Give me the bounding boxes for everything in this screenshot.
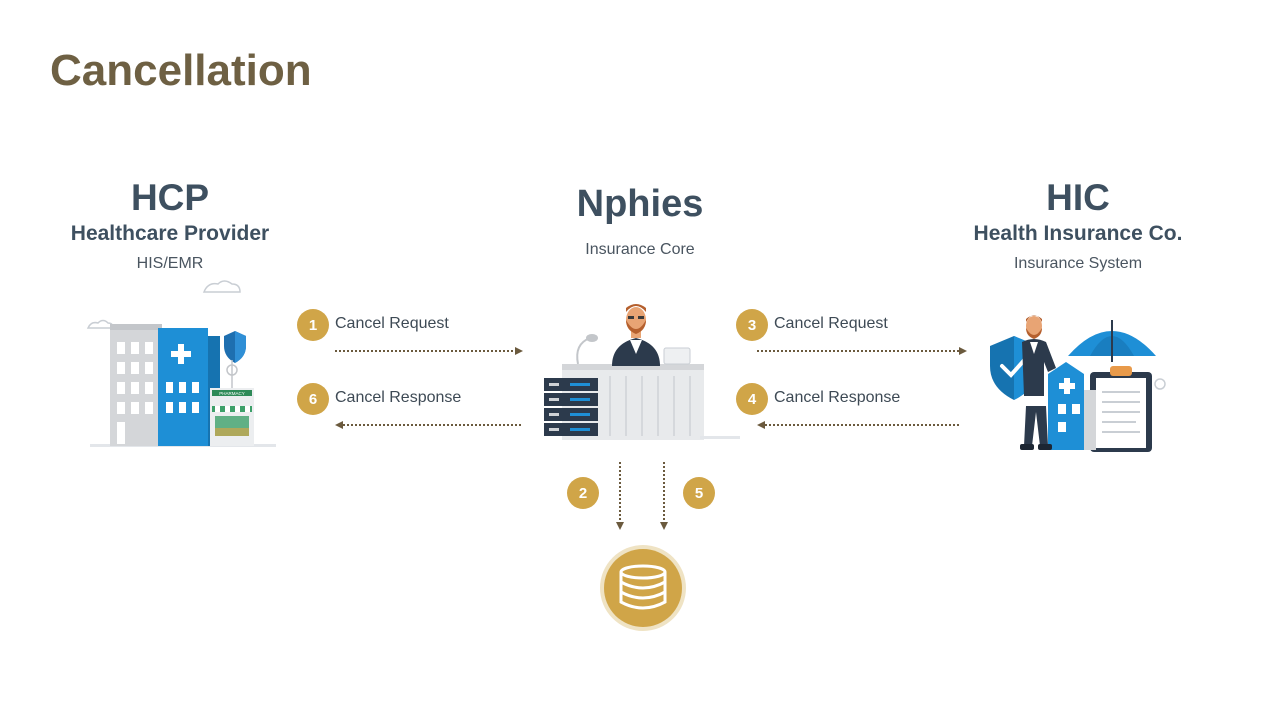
arrow-nphies-to-hic	[757, 347, 967, 355]
hcp-title: HCP	[130, 177, 210, 218]
step-1-label: Cancel Request	[335, 315, 449, 332]
arrow-hic-to-nphies	[757, 421, 961, 429]
database-icon	[600, 545, 686, 631]
arrows-nphies-database	[616, 462, 668, 530]
step-badge-3: 3	[736, 309, 768, 341]
arrow-nphies-to-hcp	[335, 421, 523, 429]
nphies-system: Insurance Core	[585, 241, 695, 258]
hic-system: Insurance System	[1013, 255, 1143, 272]
hcp-system: HIS/EMR	[136, 255, 204, 272]
step-4-label: Cancel Response	[774, 389, 901, 406]
step-badge-1: 1	[297, 309, 329, 341]
nphies-title: Nphies	[576, 183, 704, 225]
step-badge-5: 5	[683, 477, 715, 509]
step-badge-2: 2	[567, 477, 599, 509]
hospital-building-icon: PHARMACY	[86, 280, 276, 447]
hic-subtitle: Health Insurance Co.	[973, 222, 1183, 245]
step-badge-4: 4	[736, 383, 768, 415]
step-6-label: Cancel Response	[335, 389, 462, 406]
insurance-agent-icon	[990, 315, 1166, 452]
hcp-subtitle: Healthcare Provider	[70, 222, 270, 245]
step-badge-6: 6	[297, 383, 329, 415]
step-3-label: Cancel Request	[774, 315, 888, 332]
server-desk-operator-icon	[544, 304, 740, 440]
arrow-hcp-to-nphies	[335, 347, 523, 355]
pharmacy-sign: PHARMACY	[219, 391, 245, 396]
hic-title: HIC	[1046, 177, 1110, 218]
page-title: Cancellation	[50, 46, 312, 95]
